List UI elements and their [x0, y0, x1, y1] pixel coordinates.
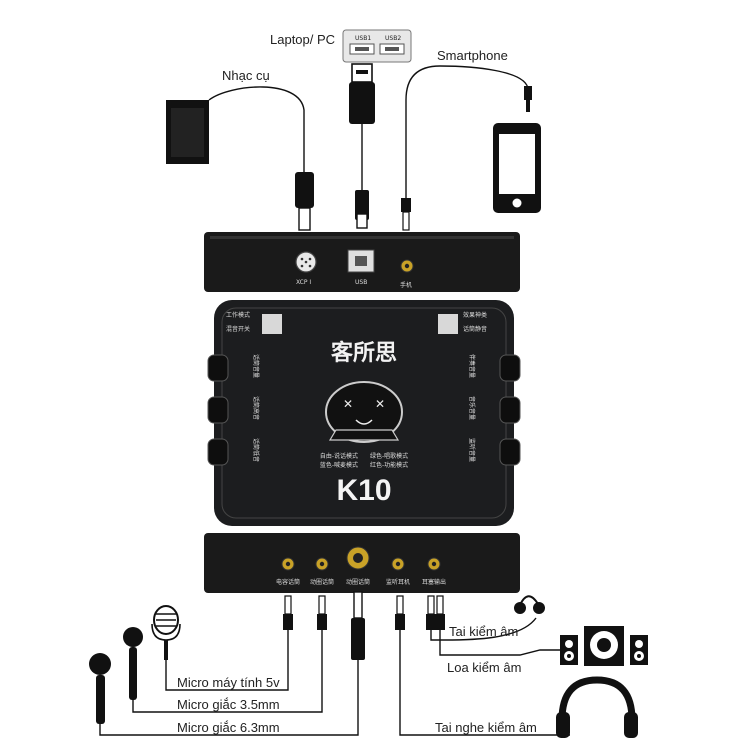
mic-35-label: Micro giắc 3.5mm: [177, 697, 280, 712]
top-port-label-1: USB: [355, 279, 367, 286]
usb2-label: USB2: [385, 35, 401, 42]
right-knob-1[interactable]: [499, 396, 521, 424]
mode-text-0: 自由-说话模式 绿色-唱歌模式: [320, 452, 408, 460]
mode-text-1: 蓝色-喊麦模式 红色-功能模式: [320, 461, 408, 469]
phone-cable: [405, 65, 529, 198]
instrument-plug: [295, 172, 314, 231]
front-port-label-0: 电容话筒: [276, 578, 300, 586]
k10-front-panel: 电容话筒 动圈话筒 动圈话筒 监听耳机 耳塞输出: [204, 533, 520, 593]
phone-top-plug: [524, 86, 532, 112]
right-knobs: 伴奏音量 音乐音量 监听音量: [468, 354, 521, 466]
left-knob-1[interactable]: [207, 396, 229, 424]
svg-text:✕: ✕: [343, 397, 353, 411]
top-port-label-0: XCP I: [296, 279, 311, 286]
speaker-monitor-label: Loa kiểm âm: [447, 660, 521, 675]
speaker-cable: [439, 630, 560, 656]
usb-a-plug: [349, 63, 375, 124]
smartphone-device: [493, 123, 541, 213]
mascot-logo: ✕ ✕: [325, 381, 403, 443]
earphone-device: [514, 595, 545, 614]
left-knobs: 话筒音量 话筒高音 话筒低音: [207, 354, 260, 466]
right-knob-label-1: 音乐音量: [468, 396, 476, 420]
model-name: K10: [336, 474, 391, 507]
headset-cable: [430, 617, 537, 641]
front-port-label-3: 监听耳机: [386, 578, 410, 586]
front-plugs: [283, 591, 445, 660]
left-knob-2[interactable]: [207, 438, 229, 466]
brand-logo: 客所思: [331, 340, 397, 366]
cables: [99, 65, 570, 736]
mic-5v-label: Micro máy tính 5v: [177, 675, 280, 690]
phone-jack-plug: [401, 198, 411, 231]
laptop-usb-panel: USB1 USB2: [342, 29, 412, 63]
left-knob-label-2: 话筒低音: [252, 438, 260, 462]
right-knob-label-0: 伴奏音量: [468, 354, 476, 378]
right-knob-2[interactable]: [499, 438, 521, 466]
condenser-mic: [151, 605, 181, 660]
right-switch-label-1: 话筒静音: [463, 325, 487, 333]
mic-63-label: Micro giắc 6.3mm: [177, 720, 280, 735]
svg-text:✕: ✕: [375, 397, 385, 411]
smartphone-label: Smartphone: [437, 48, 508, 63]
headset-monitor-label: Tai kiểm âm: [449, 624, 518, 639]
front-port-label-1: 动圈话筒: [310, 578, 334, 586]
left-knob-0[interactable]: [207, 354, 229, 382]
instrument-label: Nhạc cụ: [222, 68, 270, 83]
left-knob-label-1: 话筒高音: [252, 396, 260, 420]
right-knob-label-2: 监听音量: [468, 438, 476, 462]
work-mode-button[interactable]: [262, 314, 282, 334]
k10-body: 工作模式 混音开关 效果神类 话筒静音 客所思 ✕ ✕ 自由-说话模式 绿色-唱…: [214, 300, 514, 526]
headphone-monitor-label: Tai nghe kiểm âm: [435, 720, 537, 735]
right-switch-label-0: 效果神类: [463, 311, 487, 319]
headphones-device: [556, 676, 638, 738]
effect-button[interactable]: [438, 314, 458, 334]
usb-b-plug: [355, 190, 369, 229]
right-knob-0[interactable]: [499, 354, 521, 382]
left-switch-label-1: 混音开关: [226, 325, 250, 333]
dynamic-mic-63: [89, 653, 111, 724]
front-port-label-4: 耳塞输出: [422, 578, 446, 586]
left-switch-label-0: 工作模式: [226, 311, 250, 319]
left-knob-label-0: 话筒音量: [252, 354, 260, 378]
k10-top-panel: XCP I USB 手机: [204, 232, 520, 292]
mic-35-cable: [132, 628, 323, 713]
headphone-monitor-cable: [399, 630, 570, 736]
front-port-label-2: 动圈话筒: [346, 578, 370, 586]
dynamic-mic-35: [123, 627, 143, 700]
usb1-label: USB1: [355, 35, 371, 42]
instrument-cable: [208, 86, 305, 172]
laptop-label: Laptop/ PC: [270, 32, 335, 47]
mic-5v-cable: [165, 628, 289, 691]
instrument-device: [166, 100, 209, 164]
mic-63-cable: [99, 660, 359, 736]
top-port-label-2: 手机: [400, 281, 412, 289]
speaker-system: [560, 626, 648, 666]
